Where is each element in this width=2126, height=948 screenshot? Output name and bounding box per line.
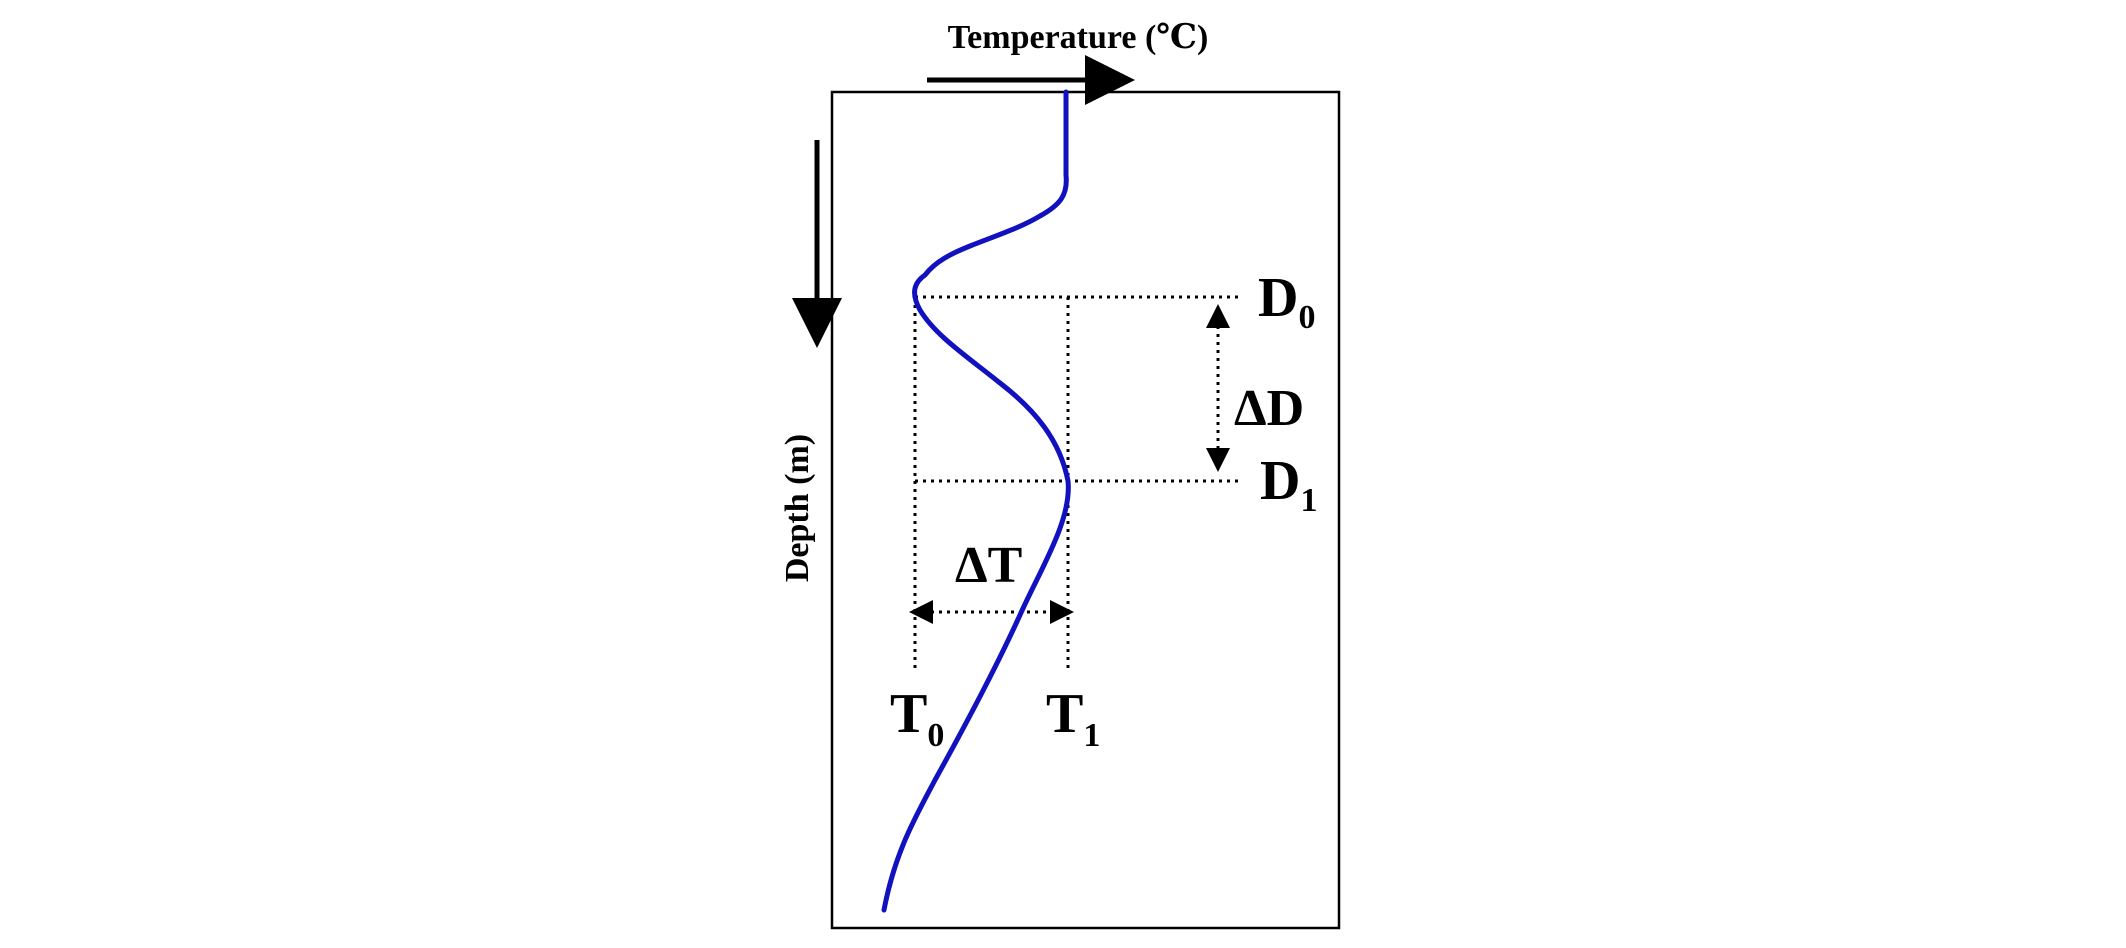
y-axis-label: Depth (m) <box>779 434 816 582</box>
d1-label-main: D <box>1260 450 1300 512</box>
d0-label: D0 <box>1258 267 1315 336</box>
x-axis-label: Temperature (℃) <box>948 19 1209 56</box>
d1-label: D1 <box>1260 450 1317 519</box>
t1-label-main: T <box>1046 683 1083 745</box>
t0-label-main: T <box>890 683 927 745</box>
temperature-profile-curve <box>881 89 1071 913</box>
delta-d-label: ΔD <box>1234 380 1304 437</box>
t0-label-sub: 0 <box>927 717 944 754</box>
d0-label-sub: 0 <box>1298 299 1315 336</box>
t0-label: T0 <box>890 683 944 754</box>
t1-label: T1 <box>1046 683 1100 754</box>
d1-label-sub: 1 <box>1300 482 1317 519</box>
t1-label-sub: 1 <box>1083 717 1100 754</box>
plot-frame <box>830 90 1341 930</box>
d0-label-main: D <box>1258 267 1298 329</box>
delta-t-label: ΔT <box>955 537 1022 594</box>
